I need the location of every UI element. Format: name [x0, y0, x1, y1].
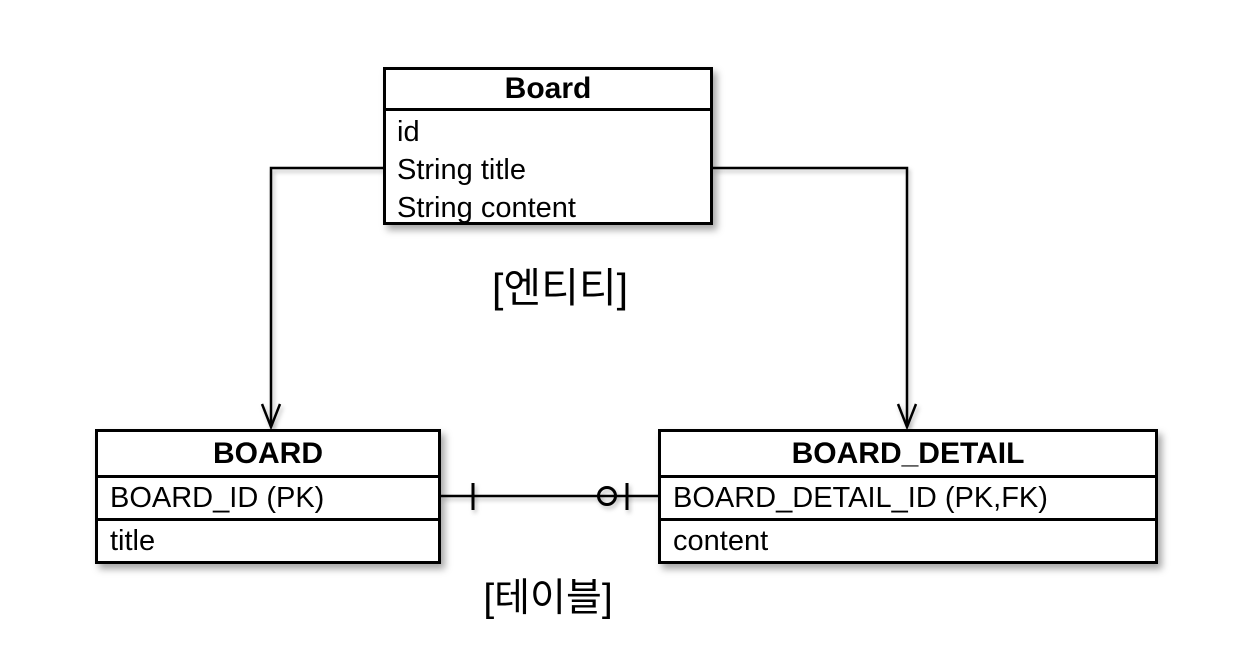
table-box-board-detail: BOARD_DETAIL BOARD_DETAIL_ID (PK,FK) con… — [658, 429, 1158, 564]
tables-caption: [테이블] — [483, 577, 613, 620]
table-board-title: BOARD — [98, 432, 438, 478]
arrowhead-down-icon — [896, 403, 918, 431]
entity-field-list: id String title String content — [386, 111, 710, 227]
entity-caption: [엔티티] — [492, 265, 628, 311]
entity-field-id: id — [397, 116, 420, 148]
zero-cardinality-circle-icon — [597, 486, 617, 506]
entity-title: Board — [386, 70, 710, 111]
table-board-title-row: title — [110, 525, 156, 557]
table-board-detail-pk-row: BOARD_DETAIL_ID (PK,FK) — [661, 478, 1155, 521]
table-box-board: BOARD BOARD_ID (PK) title — [95, 429, 441, 564]
entity-box-board: Board id String title String content — [383, 67, 713, 225]
relationship-line-one-to-zero-or-one — [441, 483, 658, 510]
entity-field-title: String title — [397, 154, 526, 186]
table-board-pk-row: BOARD_ID (PK) — [98, 478, 438, 521]
table-board-detail-content-row: content — [673, 525, 769, 557]
arrow-board-to-board-detail-table — [713, 166, 918, 431]
arrow-board-to-board-table — [260, 166, 383, 431]
arrowhead-down-icon — [260, 403, 282, 431]
table-board-detail-title: BOARD_DETAIL — [661, 432, 1155, 478]
entity-field-content: String content — [397, 192, 576, 224]
